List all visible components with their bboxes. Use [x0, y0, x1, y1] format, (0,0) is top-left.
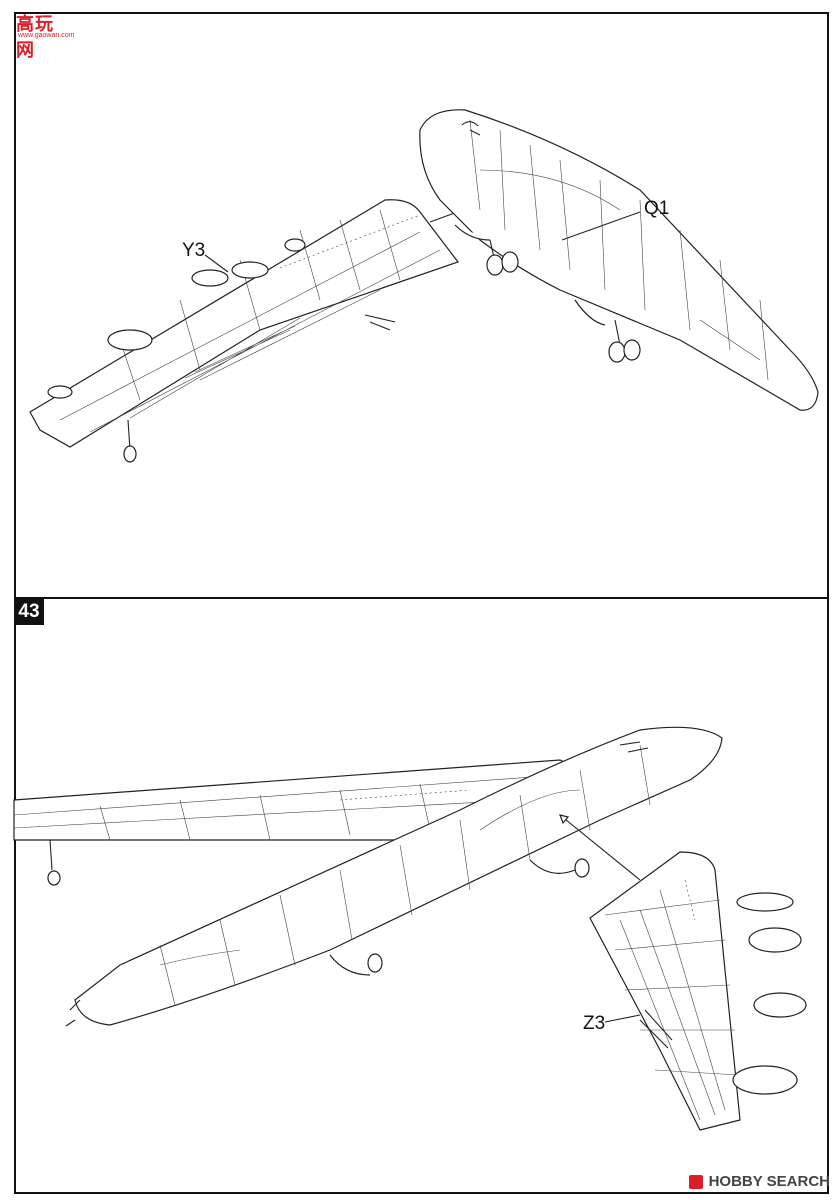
fuselage-q1-drawing — [419, 109, 819, 411]
step-number-43: 43 — [14, 599, 44, 625]
watermark-text: 高玩网 — [16, 14, 54, 61]
part-label-y3: Y3 — [182, 240, 206, 261]
part-label-z3: Z3 — [583, 1013, 606, 1034]
aircraft-assembly-step43-drawing — [13, 726, 807, 1131]
watermark-url: www.gaowan.com — [18, 32, 75, 39]
wing-y3-drawing — [29, 198, 492, 463]
part-label-q1: Q1 — [644, 198, 670, 219]
footer-brand: HOBBY SEARCH — [688, 1173, 830, 1190]
watermark-logo: 高玩网 www.gaowan.com — [6, 6, 74, 61]
step-divider — [14, 597, 829, 599]
footer-text: HOBBY SEARCH — [708, 1173, 830, 1190]
hobby-search-logo-icon — [688, 1174, 703, 1189]
